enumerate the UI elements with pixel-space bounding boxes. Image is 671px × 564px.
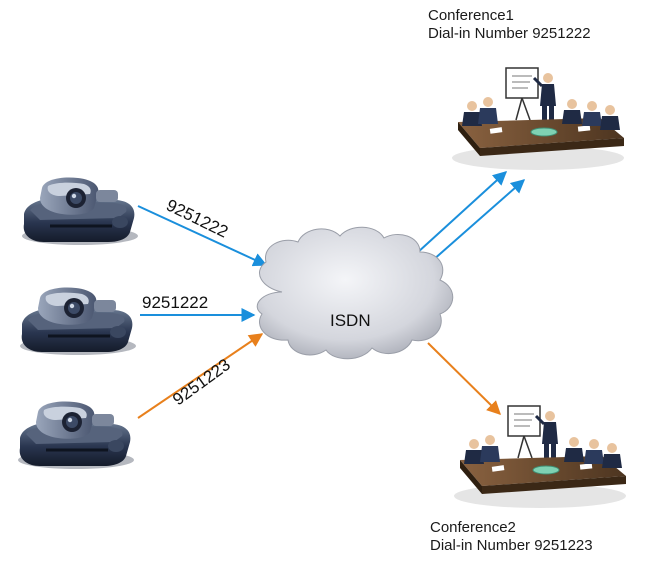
cloud-icon xyxy=(256,226,454,360)
call-arrow-3 xyxy=(137,333,264,419)
route-to-conference1-arrow-b xyxy=(423,179,526,269)
meeting-room-icon xyxy=(452,404,628,510)
route-to-conference2-arrow xyxy=(427,342,501,415)
videoconference-camera-icon xyxy=(16,399,136,471)
videoconference-camera-icon xyxy=(18,285,138,357)
network-label: ISDN xyxy=(330,311,371,330)
call-number-label: 9251223 xyxy=(169,355,234,409)
call-number-label: 9251222 xyxy=(142,293,208,312)
route-to-conference1-arrow-a xyxy=(405,171,508,264)
conference2-name: Conference2 xyxy=(430,519,516,536)
conference1-dial-in: Dial-in Number 9251222 xyxy=(428,25,591,42)
conference2-dial-in: Dial-in Number 9251223 xyxy=(430,537,593,554)
conference2-caption: Conference2 Dial-in Number 9251223 xyxy=(430,519,593,555)
call-number-label: 9251222 xyxy=(163,196,231,242)
meeting-room-icon xyxy=(450,66,626,172)
conference1-name: Conference1 xyxy=(428,7,514,24)
conference1-caption: Conference1 Dial-in Number 9251222 xyxy=(428,7,591,43)
videoconference-camera-icon xyxy=(20,175,140,247)
call-arrow-1 xyxy=(137,205,268,267)
